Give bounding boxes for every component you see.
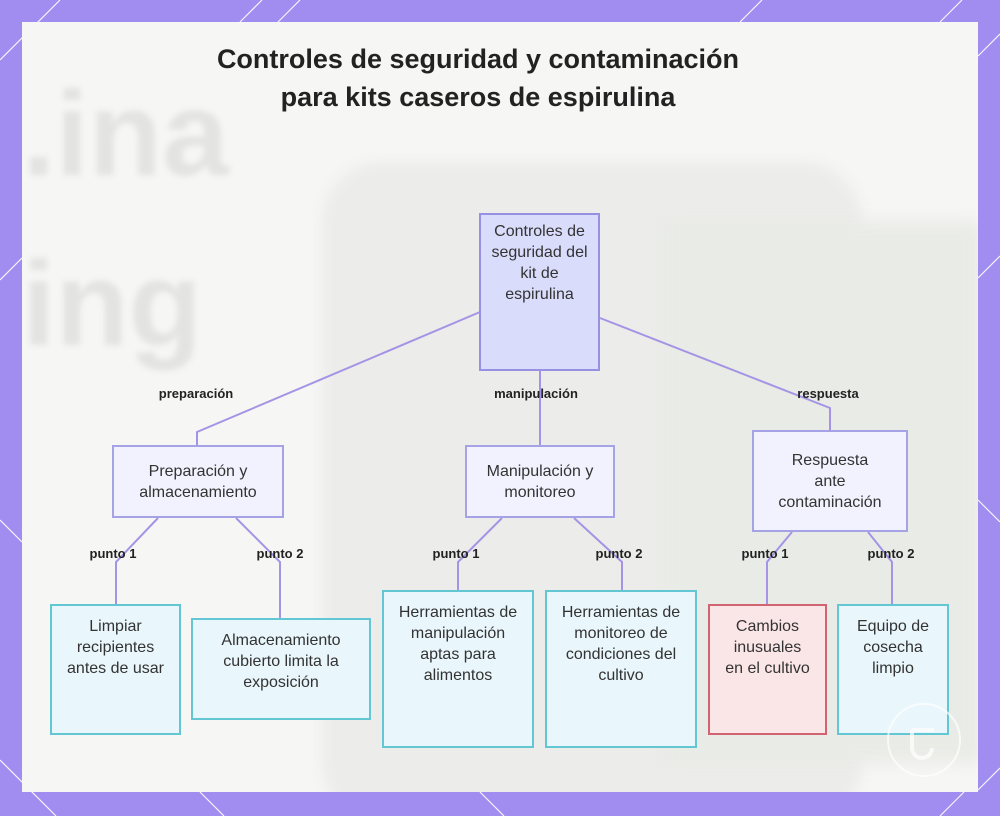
edge-label-respuesta: respuesta [797, 386, 859, 401]
node-herramientas-monitoreo[interactable]: Herramientas de monitoreo de condiciones… [545, 590, 697, 748]
edge-manip-1 [457, 517, 503, 590]
node-herramientas-manipulacion[interactable]: Herramientas de manipulación aptas para … [382, 590, 534, 748]
node-respuesta[interactable]: Respuesta ante contaminación [752, 430, 908, 532]
edge-label-manipulacion: manipulación [494, 386, 578, 401]
edge-root-resp [599, 317, 831, 430]
node-limpiar-recipientes-label: Limpiar recipientes antes de usar [67, 618, 164, 677]
node-herramientas-monitoreo-label: Herramientas de monitoreo de condiciones… [561, 604, 681, 684]
node-cambios-inusuales[interactable]: Cambios inusuales en el cultivo [708, 604, 827, 735]
node-root[interactable]: Controles de seguridad del kit de espiru… [479, 213, 600, 371]
node-limpiar-recipientes[interactable]: Limpiar recipientes antes de usar [50, 604, 181, 735]
node-equipo-cosecha[interactable]: Equipo de cosecha limpio [837, 604, 949, 735]
edge-resp-1 [766, 531, 793, 604]
node-equipo-cosecha-label: Equipo de cosecha limpio [856, 618, 930, 677]
node-almacenamiento-cubierto-label: Almacenamiento cubierto limita la exposi… [221, 632, 341, 691]
node-root-label: Controles de seguridad del kit de espiru… [491, 223, 588, 303]
node-respuesta-label: Respuesta ante contaminación [778, 451, 882, 511]
node-manipulacion-label: Manipulación y monitoreo [486, 462, 594, 501]
edge-label-preparacion: preparación [158, 386, 234, 401]
background-text: .ina [22, 67, 229, 201]
edge-root-prep [196, 311, 481, 445]
node-preparacion[interactable]: Preparación y almacenamiento [112, 445, 284, 518]
edge-resp-2 [867, 531, 893, 604]
brand-watermark-icon [887, 703, 961, 777]
node-cambios-inusuales-label: Cambios inusuales en el cultivo [725, 618, 810, 677]
diagram-title: Controles de seguridad y contaminación p… [216, 44, 740, 112]
edge-label-punto-2: punto 2 [595, 546, 643, 561]
edge-label-punto-1: punto 1 [432, 546, 480, 561]
node-preparacion-label: Preparación y almacenamiento [139, 462, 257, 501]
node-herramientas-manipulacion-label: Herramientas de manipulación aptas para … [398, 604, 518, 684]
edge-label-punto-2: punto 2 [256, 546, 304, 561]
node-almacenamiento-cubierto[interactable]: Almacenamiento cubierto limita la exposi… [191, 618, 371, 720]
edge-manip-2 [573, 517, 623, 590]
edge-label-punto-1: punto 1 [741, 546, 789, 561]
edge-label-punto-1: punto 1 [89, 546, 137, 561]
node-manipulacion[interactable]: Manipulación y monitoreo [465, 445, 615, 518]
edge-prep-2 [235, 517, 281, 618]
edge-prep-1 [115, 517, 159, 604]
edge-label-punto-2: punto 2 [867, 546, 915, 561]
background-text: ing [22, 237, 202, 371]
